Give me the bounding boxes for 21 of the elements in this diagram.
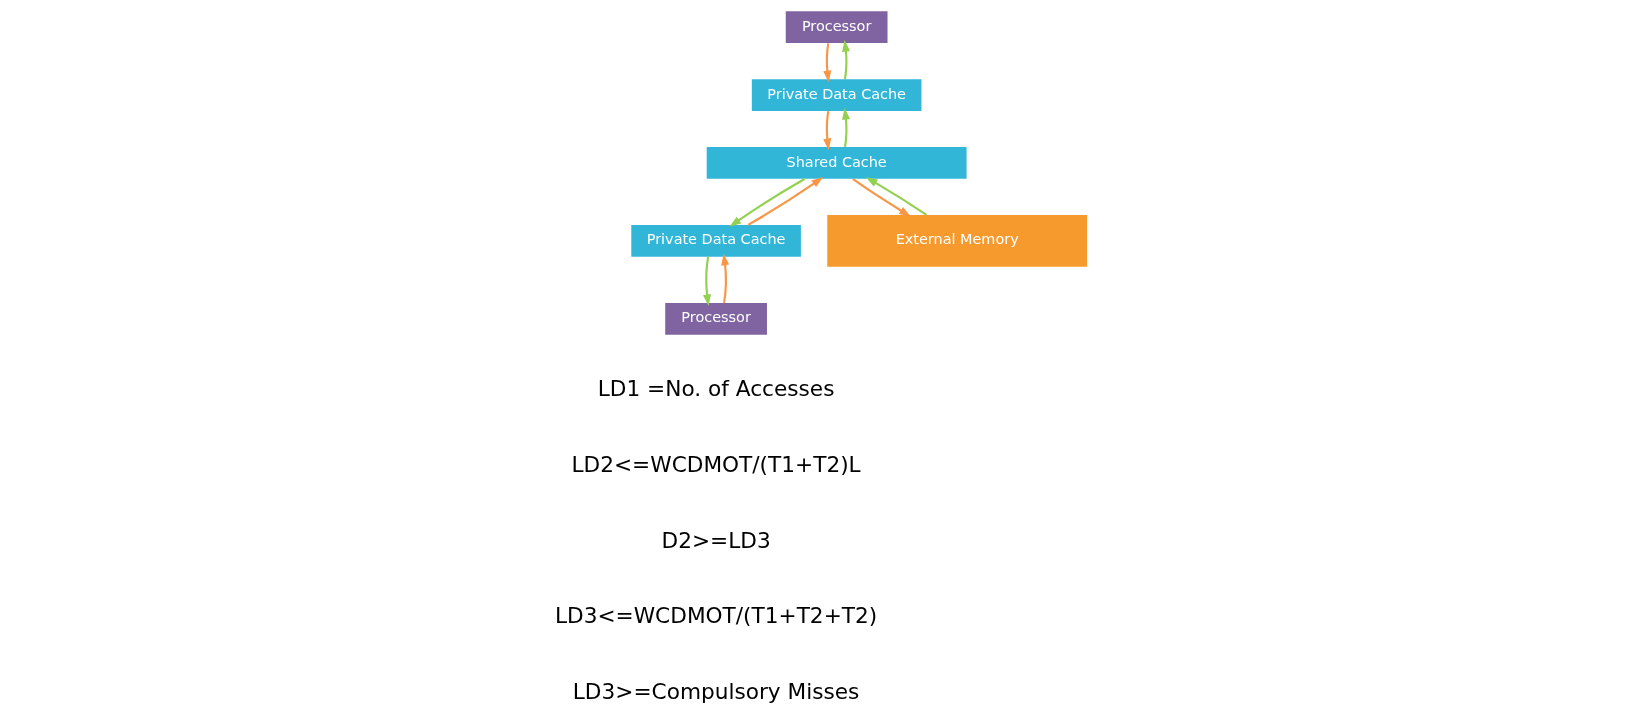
node-box: Private Data Cache [751,79,922,111]
arrow [823,43,832,83]
node-box: Processor [785,11,888,44]
arrow [823,111,832,151]
arrow [729,178,806,227]
arrow [747,177,824,226]
arrow [852,178,911,217]
arrow [865,177,928,216]
arrow [842,107,851,148]
arrow [702,256,711,307]
arrow [842,40,851,80]
label: LD3>=Compulsory Misses [572,679,860,705]
node-box: Processor [665,302,767,335]
label: LD3<=WCDMOT/(T1+T2+T2) [554,603,878,629]
label: LD1 =No. of Accesses [597,376,835,402]
node-box: External Memory [827,214,1088,267]
label: D2>=LD3 [661,527,771,553]
label: LD2<=WCDMOT/(T1+T2)L [571,451,861,477]
node-box: Private Data Cache [631,225,801,257]
arrow [721,253,730,303]
node-box: Shared Cache [706,147,967,179]
